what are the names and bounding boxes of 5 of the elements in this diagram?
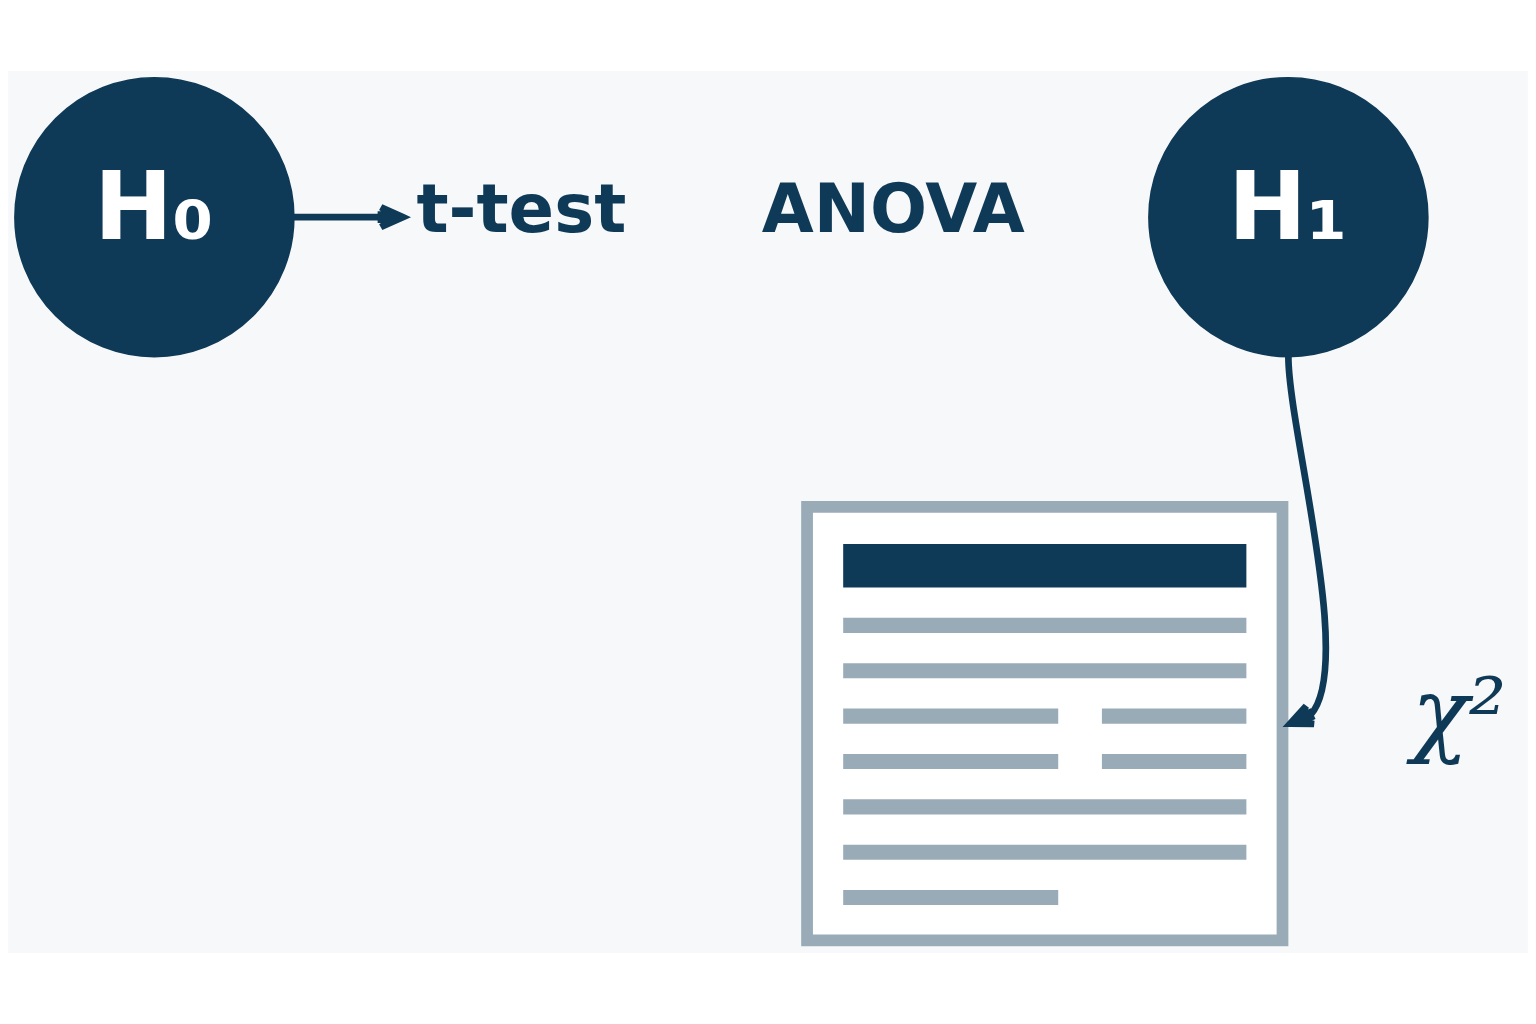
- arrow: [1285, 356, 1330, 728]
- node-text: t-test: [416, 170, 627, 249]
- node-text: ANOVA: [761, 170, 1025, 249]
- node-circle: H₀: [14, 76, 295, 358]
- node-circle: H₁: [1148, 76, 1429, 358]
